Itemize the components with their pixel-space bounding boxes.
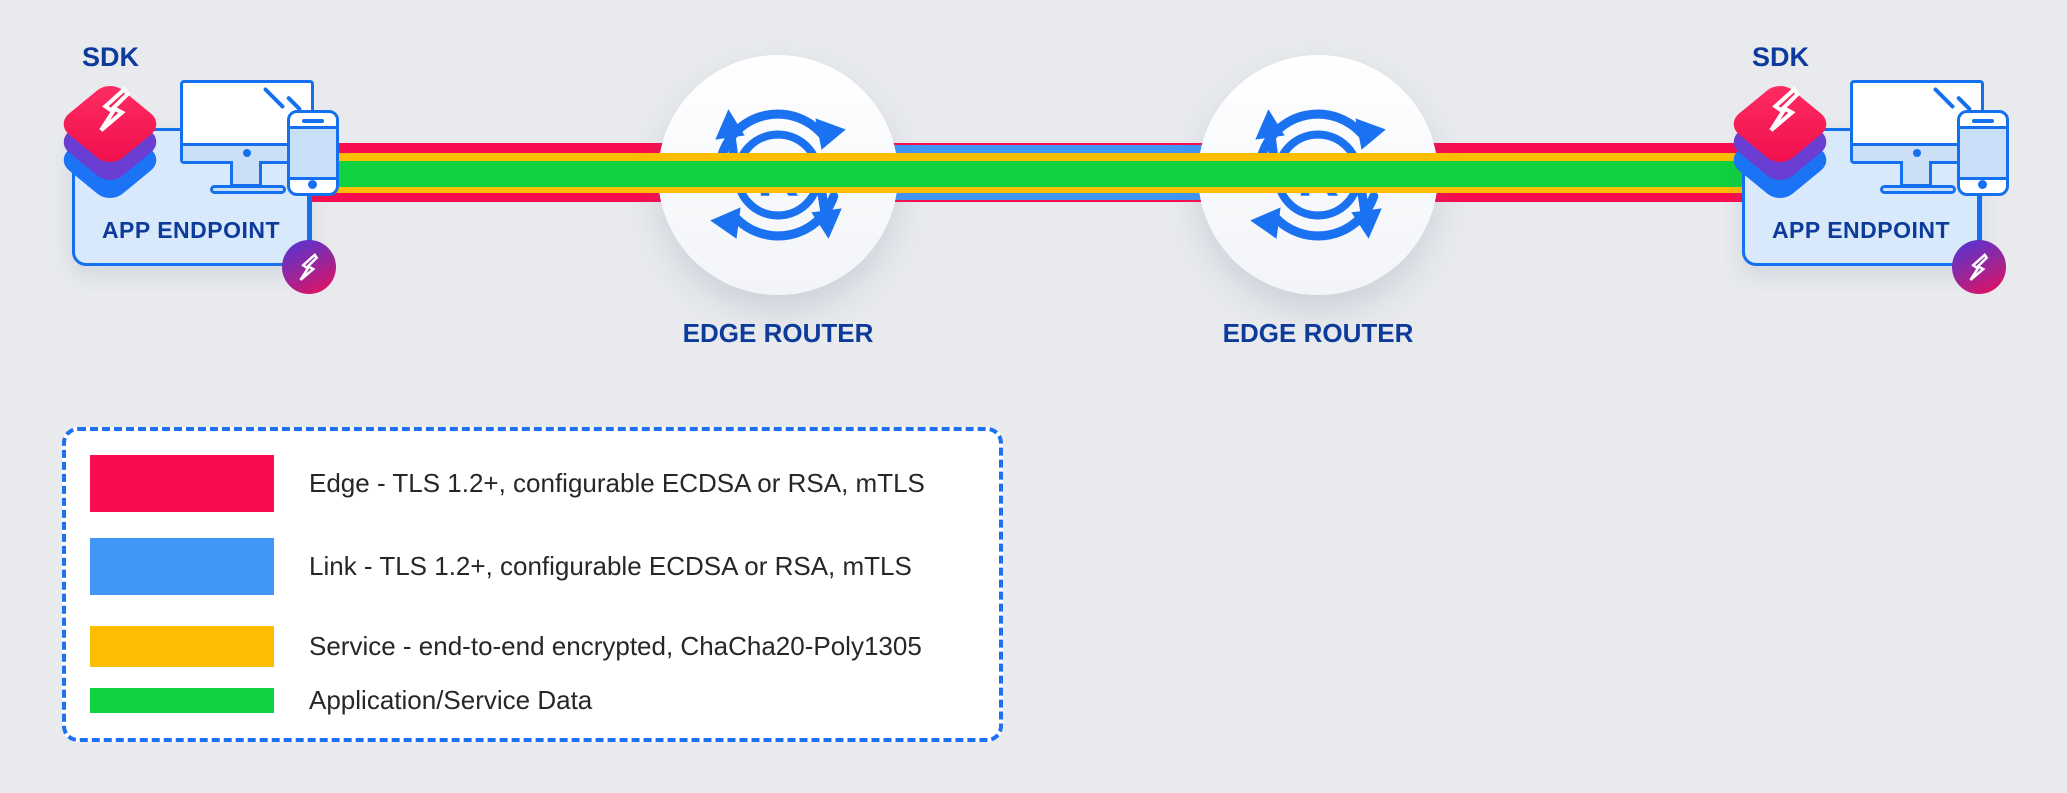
phone-home-dot xyxy=(1978,180,1987,189)
phone-speaker-line xyxy=(1972,119,1994,123)
monitor-base xyxy=(1880,185,1956,194)
monitor-stand xyxy=(1900,161,1932,187)
phone-home-dot xyxy=(308,180,317,189)
monitor-base xyxy=(210,185,286,194)
link-stripe-top xyxy=(778,145,1318,153)
legend-swatch-edge xyxy=(90,455,274,512)
phone-screen xyxy=(1960,126,2006,180)
smartphone-icon xyxy=(287,110,339,196)
monitor-bezel xyxy=(1853,143,1981,161)
monitor-bezel xyxy=(183,143,311,161)
lightning-bolt-icon xyxy=(99,86,131,132)
legend-label-edge: Edge - TLS 1.2+, configurable ECDSA or R… xyxy=(309,468,925,498)
lightning-bolt-icon xyxy=(1769,86,1801,132)
link-stripe-bottom xyxy=(778,193,1318,200)
sdk-label: SDK xyxy=(1752,42,1810,72)
service-stripe-top xyxy=(300,153,1760,161)
legend-label-link: Link - TLS 1.2+, configurable ECDSA or R… xyxy=(309,551,912,581)
badge-connector-line xyxy=(1979,194,1982,244)
lightning-bolt-icon xyxy=(1969,252,1989,281)
legend-swatch-data xyxy=(90,688,274,713)
app-endpoint-cluster-left: APP ENDPOINT SD xyxy=(40,40,400,310)
layered-sdk-icon xyxy=(56,76,164,208)
phone-screen xyxy=(290,126,336,180)
application-data-stripe xyxy=(300,161,1760,187)
sdk-label: SDK xyxy=(82,42,140,72)
monitor-power-dot xyxy=(1913,149,1921,157)
legend-swatch-link xyxy=(90,538,274,595)
lightning-bolt-icon xyxy=(299,252,319,281)
endpoint-identity-badge-icon xyxy=(1952,240,2006,294)
monitor-stand xyxy=(230,161,262,187)
phone-speaker-line xyxy=(302,119,324,123)
legend-box: Edge - TLS 1.2+, configurable ECDSA or R… xyxy=(62,427,1003,742)
edge-router-label-left: EDGE ROUTER xyxy=(682,318,874,348)
endpoint-identity-badge-icon xyxy=(282,240,336,294)
edge-router-label-right: EDGE ROUTER xyxy=(1222,318,1414,348)
badge-connector-line xyxy=(309,194,312,244)
app-endpoint-cluster-right: APP ENDPOINT SD xyxy=(1710,40,2067,310)
legend-label-service: Service - end-to-end encrypted, ChaCha20… xyxy=(309,631,922,661)
service-stripe-bottom xyxy=(300,187,1760,193)
legend-swatch-service xyxy=(90,626,274,667)
legend-label-data: Application/Service Data xyxy=(309,685,593,715)
app-endpoint-label: APP ENDPOINT xyxy=(1771,217,1951,243)
monitor-power-dot xyxy=(243,149,251,157)
layered-sdk-icon xyxy=(1726,76,1834,208)
app-endpoint-label: APP ENDPOINT xyxy=(101,217,281,243)
smartphone-icon xyxy=(1957,110,2009,196)
